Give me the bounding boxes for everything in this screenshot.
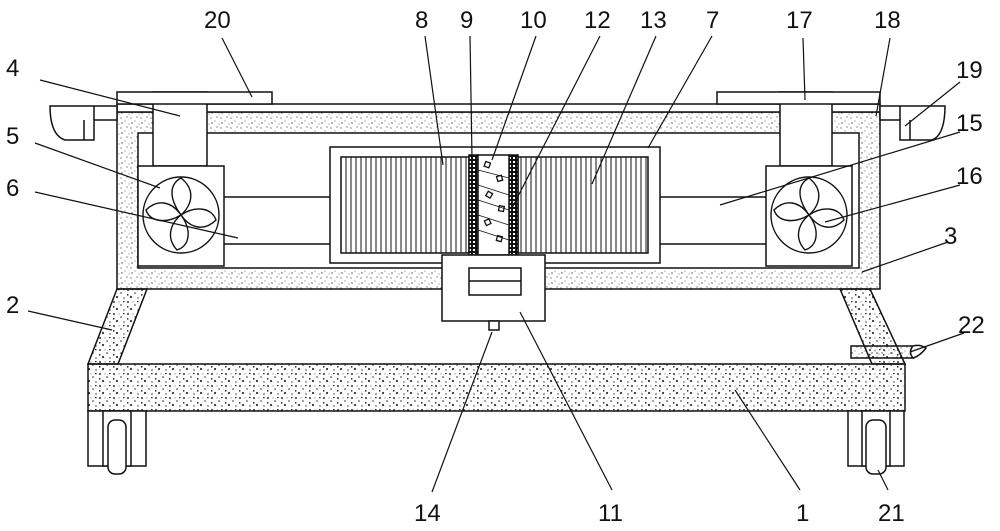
- right-handle: [879, 105, 946, 141]
- label-4: 4: [6, 55, 19, 82]
- label-18: 18: [874, 7, 901, 34]
- left-wheel: [87, 410, 147, 475]
- filter-left: [340, 156, 470, 254]
- label-5: 5: [6, 123, 19, 150]
- label-8: 8: [415, 7, 428, 34]
- label-21: 21: [878, 500, 905, 527]
- label-15: 15: [956, 110, 983, 137]
- right-wheel: [847, 410, 905, 475]
- label-17: 17: [786, 7, 813, 34]
- label-7: 7: [706, 7, 719, 34]
- part-labels: 20 4 5 6 2 8 9 10 12 13 7 17 18 19 15 16…: [6, 7, 985, 527]
- mesh-left: [468, 154, 479, 256]
- label-3: 3: [944, 223, 957, 250]
- right-fan: [770, 176, 848, 254]
- top-band: [116, 103, 881, 113]
- label-13: 13: [640, 7, 667, 34]
- label-6: 6: [6, 175, 19, 202]
- label-14: 14: [414, 500, 441, 527]
- left-fan: [142, 176, 220, 254]
- label-20: 20: [204, 7, 231, 34]
- outlet: [488, 320, 500, 331]
- pipe: [850, 345, 915, 359]
- label-11: 11: [598, 500, 623, 527]
- label-22: 22: [958, 312, 985, 339]
- right-top-plate: [716, 91, 881, 105]
- label-10: 10: [520, 7, 547, 34]
- left-top-plate: [116, 91, 273, 105]
- leader-lines: [27, 35, 965, 493]
- label-9: 9: [460, 7, 473, 34]
- base-plate: [87, 363, 906, 412]
- label-2: 2: [6, 292, 19, 319]
- label-19: 19: [956, 57, 983, 84]
- label-16: 16: [956, 163, 983, 190]
- filter-right: [517, 156, 649, 254]
- label-12: 12: [584, 7, 611, 34]
- label-1: 1: [796, 500, 809, 527]
